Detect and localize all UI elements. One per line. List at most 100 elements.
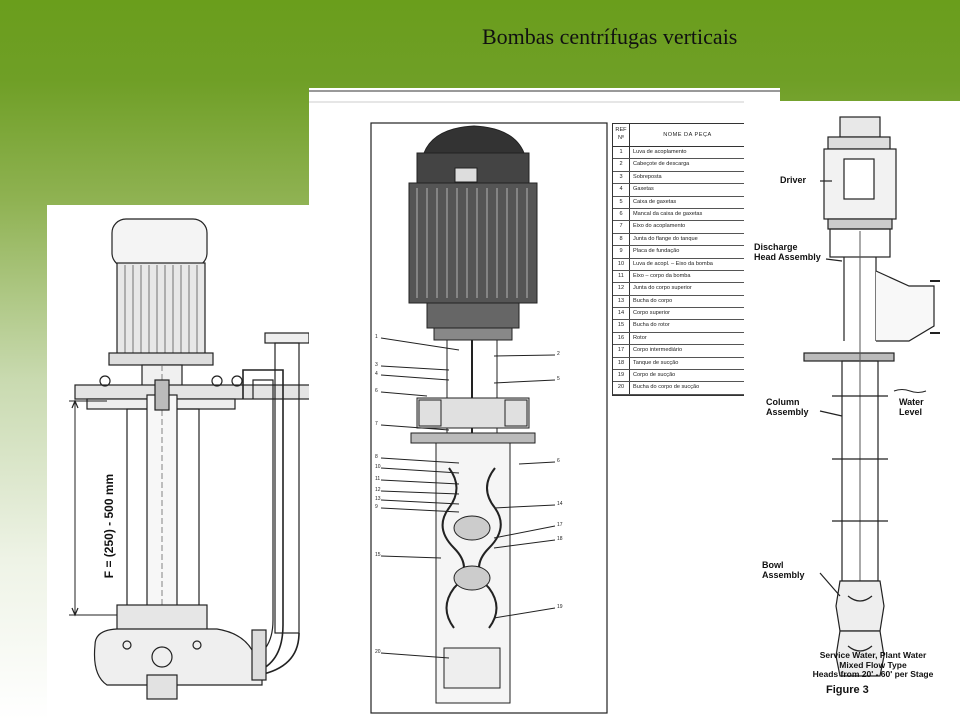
parts-header-ref: REF Nº bbox=[613, 124, 630, 146]
callout-left: 15 bbox=[375, 552, 381, 558]
part-name: Mancal da caixa de gaxetas bbox=[633, 210, 703, 217]
parts-header-name: NOME DA PEÇA bbox=[663, 132, 712, 138]
callout-left: 20 bbox=[375, 649, 381, 655]
slide-title: Bombas centrífugas verticais bbox=[482, 24, 738, 49]
part-ref: 18 bbox=[613, 357, 630, 370]
part-ref: 15 bbox=[613, 320, 630, 332]
parts-table-header: REF Nº NOME DA PEÇA bbox=[613, 124, 745, 147]
callout-right: 17 bbox=[557, 522, 563, 528]
caption-line-2: Mixed Flow Type bbox=[839, 659, 907, 670]
part-name: Eixo do acoplamento bbox=[633, 223, 686, 230]
part-ref: 2 bbox=[613, 159, 630, 171]
callout-left: 13 bbox=[375, 496, 381, 502]
part-ref: 5 bbox=[613, 196, 630, 208]
part-name: Bucha do corpo de sucção bbox=[633, 384, 700, 391]
left-pump-svg bbox=[69, 218, 326, 700]
caption-line-3: Heads from 20' - 60' per Stage bbox=[812, 669, 934, 679]
callout-left: 7 bbox=[375, 421, 378, 427]
part-ref: 6 bbox=[613, 208, 630, 221]
label-column-assembly: Column Assembly bbox=[766, 397, 809, 417]
callout-right: 5 bbox=[557, 376, 560, 382]
part-ref: 1 bbox=[613, 147, 630, 159]
figure-number: Figure 3 bbox=[826, 684, 869, 696]
part-name: Eixo – corpo da bomba bbox=[633, 272, 691, 279]
part-ref: 19 bbox=[613, 370, 630, 382]
callout-left: 4 bbox=[375, 371, 378, 377]
part-ref: 3 bbox=[613, 171, 630, 184]
right-pump-svg bbox=[803, 116, 940, 677]
caption-line-1: Service Water, Plant Water bbox=[819, 650, 927, 660]
callout-right: 19 bbox=[557, 604, 563, 610]
part-ref: 7 bbox=[613, 221, 630, 233]
part-ref: 14 bbox=[613, 308, 630, 320]
callout-left: 12 bbox=[375, 487, 381, 493]
callout-left: 11 bbox=[375, 476, 381, 482]
figure-caption: Service Water, Plant Water Mixed Flow Ty… bbox=[788, 650, 958, 680]
part-name: Luva de acopl. – Eixo da bomba bbox=[633, 260, 713, 267]
middle-pump-svg bbox=[309, 90, 780, 714]
callout-right: 2 bbox=[557, 351, 560, 357]
callout-left: 9 bbox=[375, 504, 378, 510]
part-ref: 4 bbox=[613, 184, 630, 196]
part-ref: 8 bbox=[613, 233, 630, 246]
part-name: Placa de fundação bbox=[633, 248, 680, 255]
part-ref: 11 bbox=[613, 270, 630, 283]
callout-left: 1 bbox=[375, 334, 378, 340]
callout-right: 14 bbox=[557, 501, 563, 507]
label-water-level: Water Level bbox=[899, 397, 924, 417]
part-ref: 20 bbox=[613, 382, 630, 394]
label-bowl-assembly: Bowl Assembly bbox=[762, 560, 805, 580]
part-name: Bucha do corpo bbox=[633, 297, 673, 304]
part-name: Rotor bbox=[633, 334, 647, 341]
part-ref: 16 bbox=[613, 332, 630, 345]
label-discharge-head: Discharge Head Assembly bbox=[754, 242, 821, 262]
part-name: Sobreposta bbox=[633, 173, 662, 180]
callout-left: 10 bbox=[375, 464, 381, 470]
part-name: Caixa de gaxetas bbox=[633, 198, 677, 205]
part-ref: 10 bbox=[613, 258, 630, 270]
callout-left: 3 bbox=[375, 362, 378, 368]
callout-left: 8 bbox=[375, 454, 378, 460]
part-name: Corpo intermediário bbox=[633, 347, 683, 354]
dimension-label: F = (250) - 500 mm bbox=[102, 473, 116, 579]
part-name: Corpo superior bbox=[633, 310, 670, 317]
part-ref: 17 bbox=[613, 345, 630, 357]
part-name: Tanque de sucção bbox=[633, 359, 679, 366]
part-name: Cabeçote de descarga bbox=[633, 161, 690, 168]
right-pump-drawing: Driver Discharge Head Assembly Column As… bbox=[744, 101, 960, 720]
part-name: Gaxetas bbox=[633, 186, 654, 193]
label-driver: Driver bbox=[780, 175, 807, 185]
part-ref: 13 bbox=[613, 295, 630, 308]
part-name: Junta do flange do tanque bbox=[633, 235, 698, 242]
callout-right: 18 bbox=[557, 536, 563, 542]
part-name: Junta do corpo superior bbox=[633, 285, 692, 292]
callout-left: 6 bbox=[375, 388, 378, 394]
part-name: Corpo de sucção bbox=[633, 372, 676, 379]
part-ref: 9 bbox=[613, 246, 630, 258]
part-name: Luva de acoplamento bbox=[633, 149, 687, 155]
part-name: Bucha do rotor bbox=[633, 322, 670, 329]
callout-right: 6 bbox=[557, 458, 560, 464]
